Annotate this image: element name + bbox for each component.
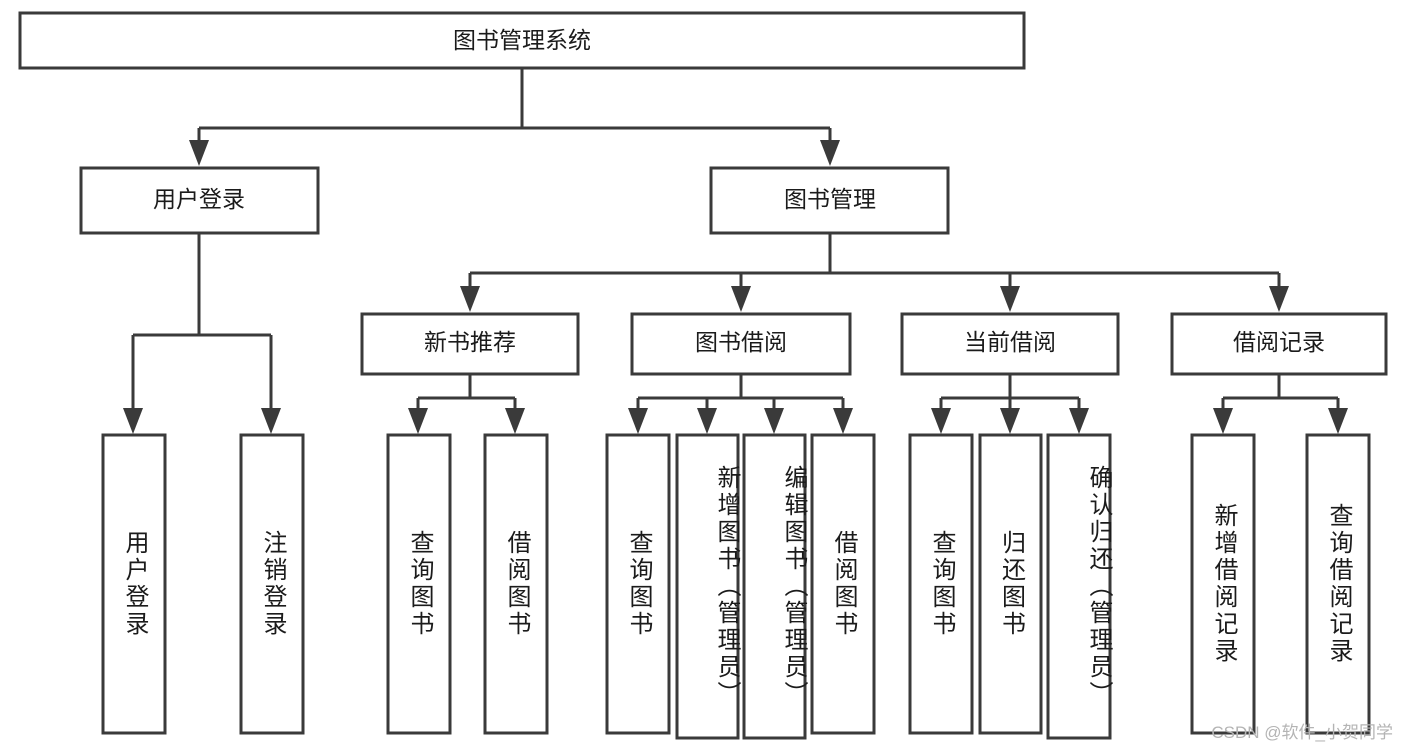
arrow-root-to-user-login xyxy=(189,140,209,166)
node-book-manage-label: 图书管理 xyxy=(784,186,876,212)
node-new-book-label: 新书推荐 xyxy=(424,329,516,355)
arrow-to-new-book xyxy=(460,286,480,312)
leaf-box-new-book-1[interactable] xyxy=(386,433,452,735)
arrow-borrow-record-leaf-1 xyxy=(1213,408,1233,434)
node-borrow-record-label: 借阅记录 xyxy=(1233,329,1325,355)
arrow-root-to-book-manage xyxy=(820,140,840,166)
arrow-book-borrow-leaf-2 xyxy=(697,408,717,434)
node-book-borrow-box[interactable] xyxy=(630,312,852,376)
node-current-borrow-box[interactable] xyxy=(900,312,1120,376)
node-root-box[interactable] xyxy=(18,11,1026,70)
leaf-box-book-borrow-2[interactable] xyxy=(675,433,740,740)
node-book-borrow-label: 图书借阅 xyxy=(695,329,787,355)
leaf-box-book-borrow-1[interactable] xyxy=(605,433,671,735)
leaf-box-borrow-record-1[interactable] xyxy=(1190,433,1256,735)
arrow-current-borrow-leaf-2 xyxy=(1000,408,1020,434)
leaf-box-current-borrow-1[interactable] xyxy=(908,433,974,735)
arrow-borrow-record-leaf-2 xyxy=(1328,408,1348,434)
leaf-box-new-book-2[interactable] xyxy=(483,433,549,735)
leaf-box-current-borrow-3[interactable] xyxy=(1046,433,1112,740)
node-user-login-label: 用户登录 xyxy=(153,186,245,212)
arrow-book-borrow-leaf-3 xyxy=(764,408,784,434)
node-book-manage-box[interactable] xyxy=(709,166,950,235)
leaf-box-borrow-record-2[interactable] xyxy=(1305,433,1371,735)
arrow-new-book-leaf-2 xyxy=(505,408,525,434)
arrow-new-book-leaf-1 xyxy=(408,408,428,434)
leaf-box-book-borrow-3[interactable] xyxy=(742,433,807,740)
arrow-current-borrow-leaf-3 xyxy=(1069,408,1089,434)
arrow-current-borrow-leaf-1 xyxy=(931,408,951,434)
node-borrow-record-box[interactable] xyxy=(1170,312,1388,376)
arrow-book-borrow-leaf-1 xyxy=(628,408,648,434)
node-root-label: 图书管理系统 xyxy=(453,27,591,53)
arrow-user-login-leaf-2 xyxy=(261,408,281,434)
node-new-book-box[interactable] xyxy=(360,312,580,376)
node-current-borrow-label: 当前借阅 xyxy=(964,329,1056,355)
arrow-to-book-borrow xyxy=(731,286,751,312)
arrow-to-current-borrow xyxy=(1000,286,1020,312)
watermark-text: CSDN @软件_小贺同学 xyxy=(1211,723,1393,742)
arrow-user-login-leaf-1 xyxy=(123,408,143,434)
arrow-to-borrow-record xyxy=(1269,286,1289,312)
leaf-box-current-borrow-2[interactable] xyxy=(978,433,1043,735)
leaf-box-user-login-1[interactable] xyxy=(101,433,167,735)
arrow-book-borrow-leaf-4 xyxy=(833,408,853,434)
leaf-box-book-borrow-4[interactable] xyxy=(810,433,876,735)
leaf-box-user-login-2[interactable] xyxy=(239,433,305,735)
